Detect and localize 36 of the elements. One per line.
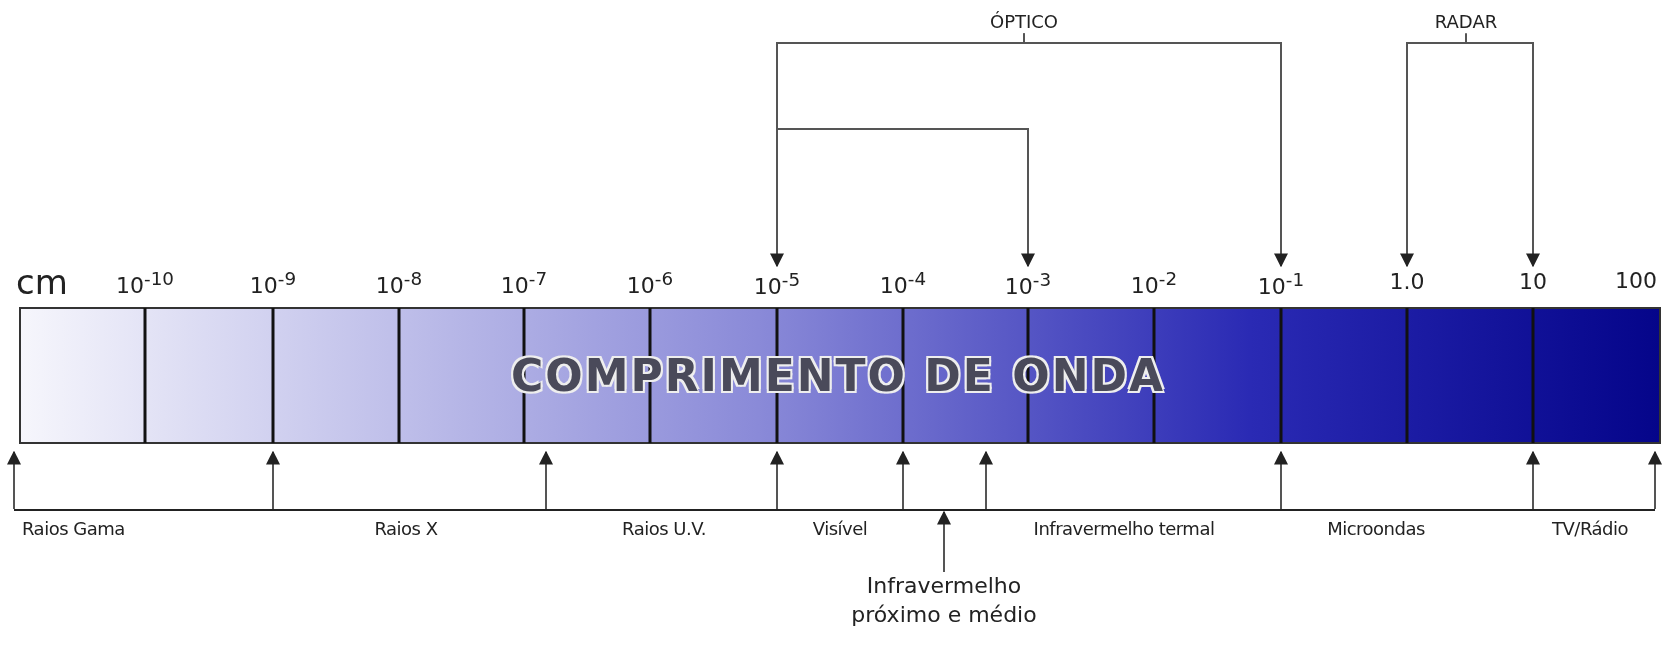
band-label: Raios X [374,518,438,539]
tick-label: 10$^{-10}$ [116,268,174,299]
band-label: Infravermelho próximo e médio [834,572,1054,630]
tick-label: 10$^{-6}$ [626,268,674,299]
tick-label: 10$^{-1}$ [1251,268,1311,302]
band-label: Raios Gama [22,518,125,539]
tick-label: 10 [1513,268,1553,297]
leader-line [979,450,993,510]
baseline-line [14,509,1655,511]
range-label: RADAR [1421,10,1511,34]
tick-label: 10$^{-3}$ [998,268,1058,302]
arrow [1465,32,1540,268]
tick-label: 1.0 [1382,268,1432,297]
leader-line [1526,450,1540,510]
tick-label: 10$^{-5}$ [747,268,807,302]
unit-label: cm [16,262,68,302]
tick-label: 10$^{-4}$ [879,268,927,299]
leader-line [539,450,553,510]
leader-line [1648,450,1662,510]
leader-line [937,510,951,573]
tick-label: 10$^{-8}$ [375,268,423,299]
tick-label: 10$^{-9}$ [249,268,297,299]
band-label: Infravermelho termal [1033,518,1215,539]
leader-line [266,450,280,510]
leader-line [7,450,21,510]
tick-label: 10$^{-2}$ [1130,268,1178,299]
tick-label: 10$^{-7}$ [500,268,548,299]
band-label: Visível [812,518,868,539]
range-label: ÓPTICO [974,10,1074,34]
arrow [1023,32,1288,268]
band-label: Microondas [1327,518,1425,539]
leader-line [1274,450,1288,510]
band-label: Raios U.V. [622,518,706,539]
tick-label: 100 [1615,268,1657,293]
leader-line [770,450,784,510]
leader-line [896,450,910,510]
